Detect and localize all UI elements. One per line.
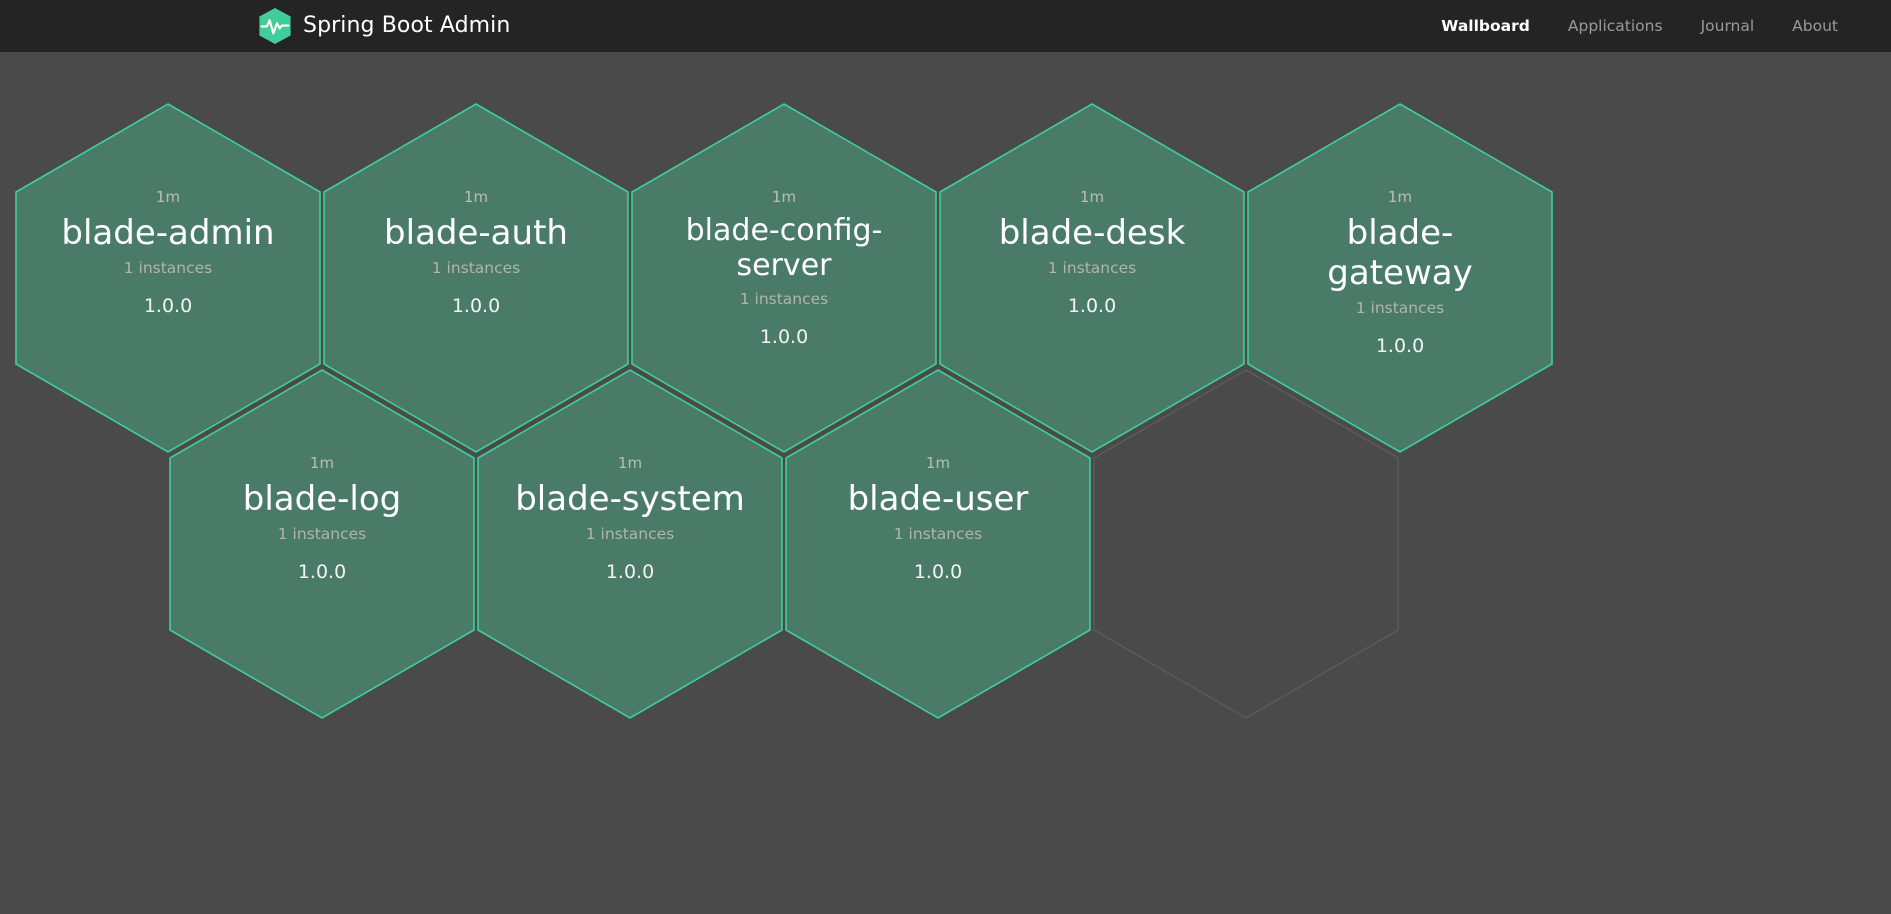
nav-link-journal[interactable]: Journal [1700, 17, 1755, 35]
nav-link-applications[interactable]: Applications [1567, 17, 1663, 35]
brand-title: Spring Boot Admin [303, 13, 511, 38]
hexagon-placeholder [1092, 368, 1400, 720]
hexagon-shape [785, 369, 1091, 719]
hexagon-shape [1093, 369, 1399, 719]
nav-link-wallboard[interactable]: Wallboard [1441, 17, 1530, 35]
hexagon-shape [939, 103, 1245, 453]
spring-boot-admin-logo-icon [258, 7, 292, 45]
top-navbar: Spring Boot Admin Wallboard Applications J… [0, 0, 1891, 52]
hexagon-shape [169, 369, 475, 719]
hexagon-shape [477, 369, 783, 719]
hexagon-shape [323, 103, 629, 453]
hexagon-shape [631, 103, 937, 453]
hexagon-shape [1247, 103, 1553, 453]
brand-home-link[interactable]: Spring Boot Admin [258, 0, 510, 52]
hexagon-shape [15, 103, 321, 453]
main-navigation: Wallboard Applications Journal About [1422, 0, 1857, 52]
nav-link-about[interactable]: About [1792, 17, 1838, 35]
